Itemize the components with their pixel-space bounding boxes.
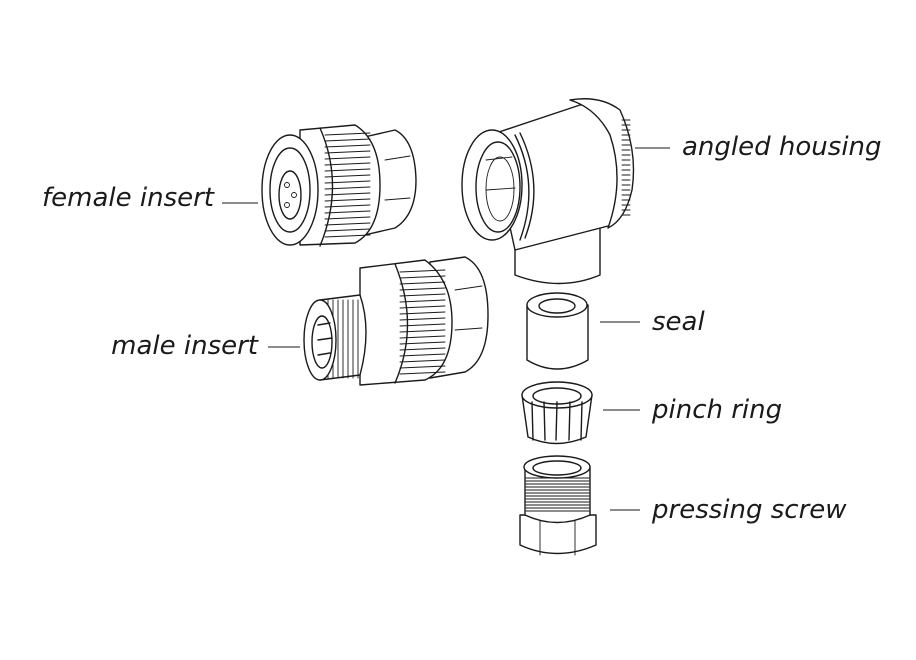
label-seal: seal xyxy=(652,307,705,337)
label-pressing-screw: pressing screw xyxy=(651,495,847,525)
label-female-insert: female insert xyxy=(42,183,215,213)
male-insert-part xyxy=(303,256,489,386)
label-male-insert: male insert xyxy=(111,331,259,361)
label-pinch-ring: pinch ring xyxy=(651,395,782,425)
angled-housing-part xyxy=(461,98,635,285)
pinch-ring-part xyxy=(521,381,593,445)
pressing-screw-part xyxy=(519,455,597,556)
female-insert-part xyxy=(261,124,417,247)
label-angled-housing: angled housing xyxy=(682,132,882,162)
seal-part xyxy=(526,292,589,370)
